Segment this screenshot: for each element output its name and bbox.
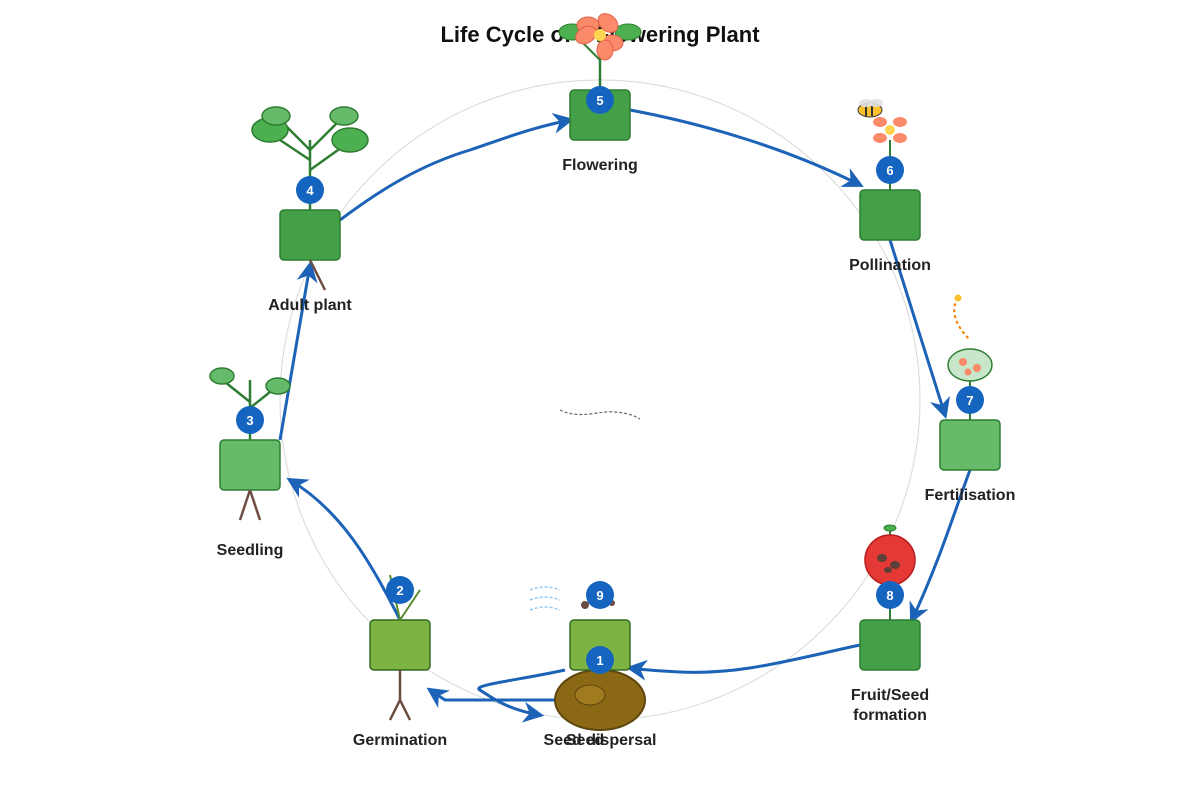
flower-icon xyxy=(558,13,642,90)
seedling-box xyxy=(219,439,281,491)
label-fruit-line2: formation xyxy=(853,707,927,724)
label-flowering: Flowering xyxy=(562,157,638,174)
label-fertilisation: Fertilisation xyxy=(925,487,1016,504)
label-seed-dispersal: Seed dispersal xyxy=(544,732,657,749)
label-pollination: Pollination xyxy=(849,257,931,274)
label-germination: Germination xyxy=(353,732,447,749)
bee-icon xyxy=(857,99,883,118)
label-seedling: Seedling xyxy=(217,542,284,559)
arrow-germination-to-seedling xyxy=(286,477,402,621)
stage-pollination xyxy=(857,99,921,241)
svg-text:6: 6 xyxy=(886,163,893,178)
center-squiggle xyxy=(559,409,641,420)
arrow-fruit-to-dispersal xyxy=(625,643,861,681)
label-seed: Seed xyxy=(566,732,604,749)
label-fruit-line1: Fruit/Seed xyxy=(851,687,929,704)
svg-text:4: 4 xyxy=(306,183,314,198)
svg-text:9: 9 xyxy=(596,588,603,603)
badge-6: 6 xyxy=(876,156,904,184)
adult-plant-box xyxy=(279,209,341,261)
stage-germination xyxy=(369,574,431,721)
wind-icon xyxy=(529,586,561,611)
badge-4: 4 xyxy=(296,176,324,204)
stage-badges: 1 2 3 4 5 6 7 8 9 xyxy=(236,86,984,674)
badge-1: 1 xyxy=(586,646,614,674)
pollen-tube-icon xyxy=(953,294,971,341)
svg-text:2: 2 xyxy=(396,583,403,598)
stage-seed xyxy=(554,669,646,731)
badge-3: 3 xyxy=(236,406,264,434)
root-icon xyxy=(388,670,412,721)
svg-text:3: 3 xyxy=(246,413,253,428)
stage-fruit-formation xyxy=(859,524,921,671)
badge-8: 8 xyxy=(876,581,904,609)
badge-2: 2 xyxy=(386,576,414,604)
fertilisation-box xyxy=(939,419,1001,471)
arrow-adult-to-flowering xyxy=(339,113,575,222)
svg-text:7: 7 xyxy=(966,393,973,408)
badge-5: 5 xyxy=(586,86,614,114)
germination-box xyxy=(369,619,431,671)
label-adult-plant: Adult plant xyxy=(268,297,352,314)
stage-seed-dispersal xyxy=(529,586,631,671)
arrow-seedling-to-adult xyxy=(278,260,318,441)
root-icon xyxy=(238,489,262,521)
stage-adult-plant xyxy=(251,106,369,291)
badge-7: 7 xyxy=(956,386,984,414)
stage-fertilisation xyxy=(939,294,1001,471)
svg-text:8: 8 xyxy=(886,588,893,603)
stage-flowering xyxy=(558,13,642,141)
arrow-fertilisation-to-fruit xyxy=(909,469,972,624)
stage-seedling xyxy=(209,367,291,521)
badge-9: 9 xyxy=(586,581,614,609)
root-icon xyxy=(308,259,327,291)
stage-labels: Seed Seed dispersal Germination Seedling… xyxy=(217,157,1016,749)
arrow-flowering-to-pollination xyxy=(629,108,864,187)
svg-text:1: 1 xyxy=(596,653,603,668)
fruit-box xyxy=(859,619,921,671)
cycle-arrows xyxy=(278,108,972,723)
plant-leaves-icon xyxy=(251,106,369,210)
arrow-pollination-to-fertilisation xyxy=(888,239,950,420)
svg-text:5: 5 xyxy=(596,93,603,108)
seedling-leaves-icon xyxy=(209,367,291,440)
arrow-back-germination xyxy=(426,687,565,709)
arrow-seed-to-germination xyxy=(477,668,566,723)
pollination-box xyxy=(859,189,921,241)
